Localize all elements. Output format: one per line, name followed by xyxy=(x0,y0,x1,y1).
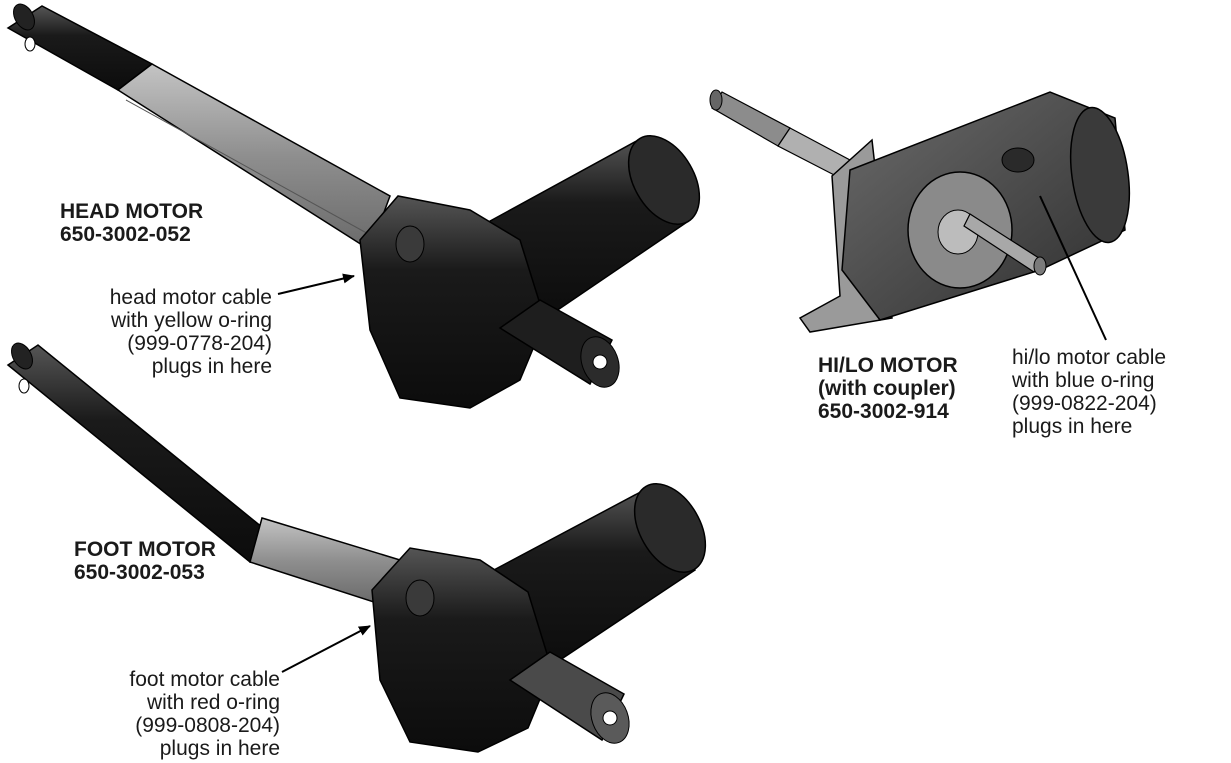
foot-motor-label: FOOT MOTOR 650-3002-053 xyxy=(74,538,216,584)
foot-motor-knob xyxy=(405,579,435,617)
head-motor-label: HEAD MOTOR 650-3002-052 xyxy=(60,200,203,246)
head-motor-part-number: 650-3002-052 xyxy=(60,223,191,246)
foot-motor-cable-note: foot motor cable with red o-ring (999-08… xyxy=(60,668,280,760)
head-motor-tube-edge xyxy=(125,99,373,237)
foot-cable-line-1: foot motor cable xyxy=(129,668,280,691)
head-motor-rod-end xyxy=(13,3,35,31)
hilo-output-shaft-end xyxy=(1033,256,1047,276)
foot-cable-arrow xyxy=(281,625,371,673)
foot-motor-barrel-hole xyxy=(602,710,618,726)
hilo-coupler-end xyxy=(709,89,723,111)
head-motor-knob xyxy=(395,225,425,263)
foot-motor-title: FOOT MOTOR xyxy=(74,538,216,561)
head-motor-barrel-hole xyxy=(592,354,608,370)
head-cable-line-2: with yellow o-ring xyxy=(110,309,272,332)
foot-cable-line-4: plugs in here xyxy=(159,737,280,760)
hilo-motor-end-cap xyxy=(1069,106,1131,244)
foot-motor-rod-hole xyxy=(18,378,30,394)
foot-motor-part-number: 650-3002-053 xyxy=(74,561,205,584)
head-motor-rod-hole xyxy=(24,36,36,52)
hilo-motor-cable-note: hi/lo motor cable with blue o-ring (999-… xyxy=(1012,346,1166,438)
hilo-cable-line-4: plugs in here xyxy=(1012,415,1133,438)
hilo-cable-line-2: with blue o-ring xyxy=(1012,369,1155,392)
head-motor-title: HEAD MOTOR xyxy=(60,200,204,223)
hilo-cable-line-1: hi/lo motor cable xyxy=(1012,346,1167,369)
foot-motor-cylinder-cap xyxy=(633,483,707,573)
head-motor-cable-note: head motor cable with yellow o-ring (999… xyxy=(60,286,272,378)
hilo-cable-port xyxy=(1001,147,1035,173)
foot-cable-line-2: with red o-ring xyxy=(146,691,280,714)
hilo-motor-label: HI/LO MOTOR (with coupler) 650-3002-914 xyxy=(818,354,958,423)
hilo-coupler xyxy=(711,91,791,147)
foot-motor-illustration xyxy=(6,342,707,753)
foot-motor-rod-end xyxy=(11,342,33,370)
head-motor-cylinder-cap xyxy=(627,135,701,225)
hilo-cable-line-3: (999-0822-204) xyxy=(1012,392,1157,415)
hilo-motor-part-number: 650-3002-914 xyxy=(818,400,949,423)
head-cable-line-4: plugs in here xyxy=(151,355,272,378)
head-cable-line-1: head motor cable xyxy=(109,286,272,309)
hilo-motor-illustration xyxy=(709,89,1131,333)
head-cable-line-3: (999-0778-204) xyxy=(127,332,272,355)
hilo-motor-title: HI/LO MOTOR xyxy=(818,354,958,377)
head-cable-arrow xyxy=(277,273,355,295)
head-motor-illustration xyxy=(6,3,701,409)
head-motor-tube xyxy=(116,63,391,252)
hilo-cable-leader xyxy=(1039,195,1107,341)
hilo-motor-subtitle: (with coupler) xyxy=(818,377,956,400)
foot-cable-line-3: (999-0808-204) xyxy=(135,714,280,737)
